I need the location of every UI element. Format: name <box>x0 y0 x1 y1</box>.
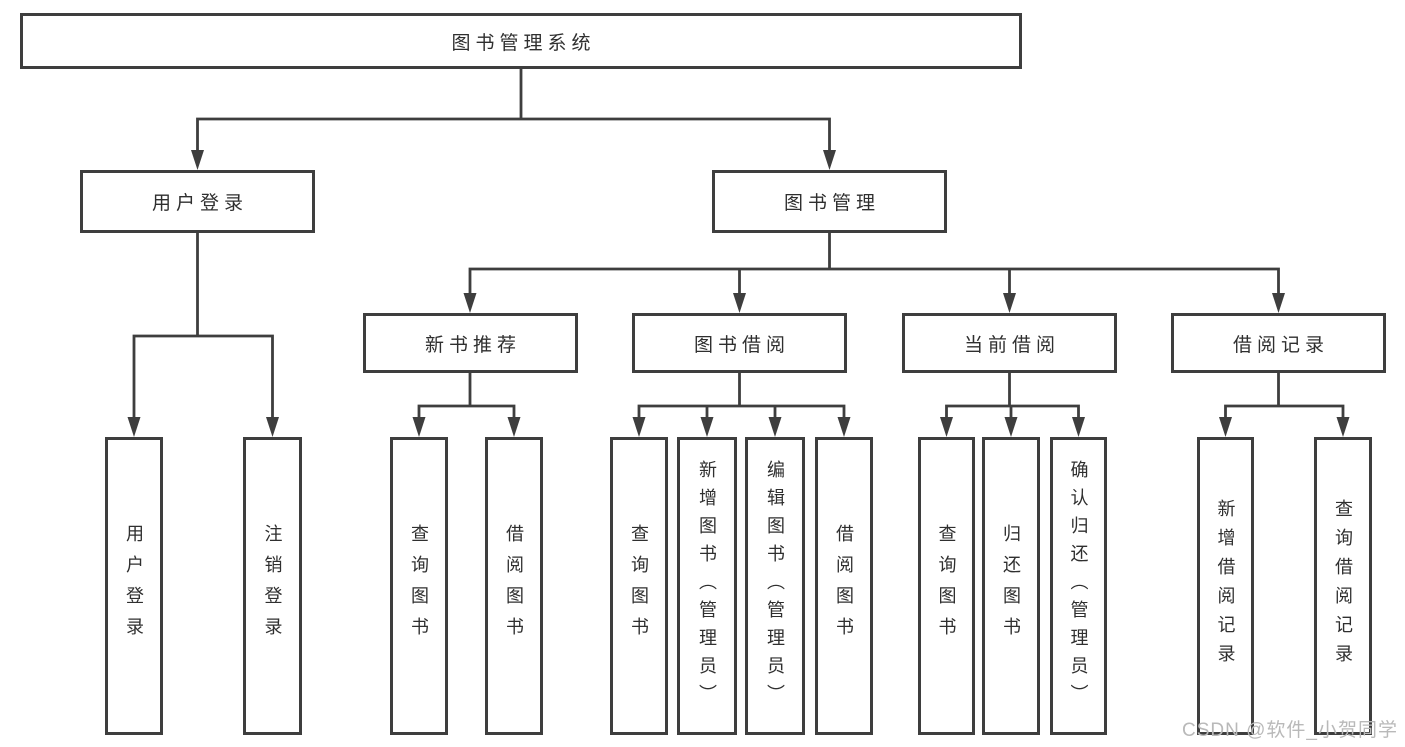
connector-currentborrow-to-leaves <box>945 373 1080 419</box>
connector-records-to-leaves <box>1224 373 1345 419</box>
node-new-book-recommend: 新书推荐 <box>363 313 578 373</box>
leaf-user-login-label: 用户登录 <box>124 524 144 648</box>
connector-bookborrow-to-leaves <box>637 373 846 419</box>
arrowheads <box>127 150 1350 437</box>
leaf-newbooks-query-book-label: 查询图书 <box>409 524 429 648</box>
node-new-book-recommend-label: 新书推荐 <box>424 334 521 356</box>
node-root-label: 图书管理系统 <box>451 32 596 54</box>
node-current-borrow: 当前借阅 <box>902 313 1117 373</box>
leaf-logout: 注销登录 <box>243 437 302 735</box>
leaf-borrow-add-book-admin: 新增图书（管理员） <box>677 437 737 735</box>
leaf-records-query-record: 查询借阅记录 <box>1314 437 1372 735</box>
leaf-borrow-edit-book-admin: 编辑图书（管理员） <box>745 437 805 735</box>
leaf-borrow-query-book: 查询图书 <box>610 437 668 735</box>
leaf-current-query-book-label: 查询图书 <box>936 524 957 648</box>
leaf-borrow-query-book-label: 查询图书 <box>629 524 649 648</box>
leaf-logout-label: 注销登录 <box>262 524 283 648</box>
node-book-management: 图书管理 <box>712 170 947 233</box>
leaf-newbooks-borrow-book: 借阅图书 <box>485 437 543 735</box>
csdn-watermark: CSDN @软件_小贺同学 <box>1182 720 1398 741</box>
connector-userlogin-to-leaves <box>132 233 274 419</box>
leaf-current-return-book: 归还图书 <box>982 437 1040 735</box>
node-user-login-label: 用户登录 <box>151 193 248 214</box>
leaf-newbooks-query-book: 查询图书 <box>390 437 448 735</box>
leaf-current-query-book: 查询图书 <box>918 437 975 735</box>
node-current-borrow-label: 当前借阅 <box>963 334 1060 356</box>
leaf-borrow-borrow-book-label: 借阅图书 <box>834 524 854 648</box>
leaf-borrow-add-book-admin-label: 新增图书（管理员） <box>697 460 717 712</box>
node-root: 图书管理系统 <box>20 13 1022 69</box>
connector-bookmgmt-to-level3 <box>468 233 1280 295</box>
leaf-newbooks-borrow-book-label: 借阅图书 <box>504 524 524 648</box>
leaf-borrow-edit-book-admin-label: 编辑图书（管理员） <box>765 460 785 712</box>
node-borrow-records: 借阅记录 <box>1171 313 1386 373</box>
connector-newbooks-to-leaves <box>417 373 516 419</box>
leaf-records-add-record-label: 新增借阅记录 <box>1215 499 1236 673</box>
leaf-current-confirm-return-admin-label: 确认归还（管理员） <box>1068 460 1089 712</box>
node-borrow-records-label: 借阅记录 <box>1232 334 1329 356</box>
leaf-user-login: 用户登录 <box>105 437 163 735</box>
leaf-borrow-borrow-book: 借阅图书 <box>815 437 873 735</box>
leaf-records-query-record-label: 查询借阅记录 <box>1333 499 1353 673</box>
leaf-records-add-record: 新增借阅记录 <box>1197 437 1254 735</box>
leaf-current-return-book-label: 归还图书 <box>1001 524 1021 648</box>
node-book-borrow-label: 图书借阅 <box>693 334 790 356</box>
connector-root-to-level2 <box>196 69 831 152</box>
node-book-management-label: 图书管理 <box>783 193 880 214</box>
node-user-login: 用户登录 <box>80 170 315 233</box>
node-book-borrow: 图书借阅 <box>632 313 847 373</box>
leaf-current-confirm-return-admin: 确认归还（管理员） <box>1050 437 1107 735</box>
